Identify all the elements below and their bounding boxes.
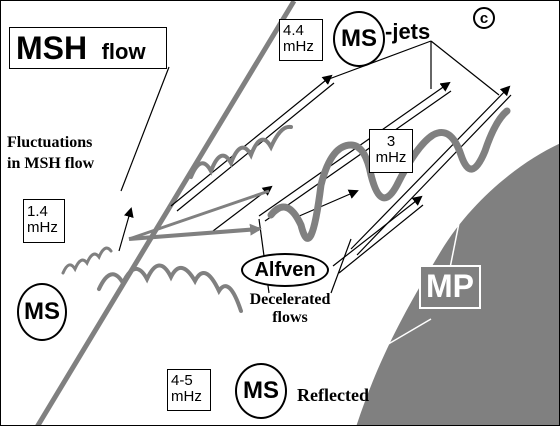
ms-incident-ellipse: MS — [17, 283, 67, 341]
mp-pointer-line — [372, 318, 432, 354]
shock-incidence-line — [128, 189, 270, 241]
ms-jets-ellipse: MS — [333, 11, 385, 67]
freq-4-5-box: 4-5 mHz — [167, 369, 211, 411]
decelerated-flows-label: Decelerated flows — [249, 291, 331, 326]
jet-arrows — [118, 74, 512, 274]
alfven-conversion-arrow — [128, 223, 262, 241]
msh-pointer-line — [120, 66, 170, 192]
panel-marker-c: c — [473, 7, 495, 29]
msh-title: MSH — [16, 30, 88, 66]
msh-flow-title-box: MSH flow — [9, 27, 167, 69]
fluctuations-label: Fluctuations in MSH flow — [7, 134, 95, 172]
freq-1-4-box: 1.4 mHz — [23, 199, 65, 243]
jets-label: -jets — [385, 19, 431, 44]
alfven-ellipse: Alfven — [241, 253, 329, 287]
freq-4-4-box: 4.4 mHz — [279, 19, 323, 61]
freq-3-box: 3 mHz — [369, 129, 413, 173]
ms-reflected-ellipse: MS — [235, 363, 287, 419]
flow-subtitle: flow — [101, 39, 146, 64]
reflected-label: Reflected — [297, 385, 369, 405]
mp-edge-pointer — [448, 212, 462, 274]
bow-shock-line — [35, 1, 297, 425]
mp-label-box: MP — [419, 265, 481, 309]
jets-pointer-lines — [328, 40, 500, 96]
wave-spirals — [61, 107, 511, 313]
